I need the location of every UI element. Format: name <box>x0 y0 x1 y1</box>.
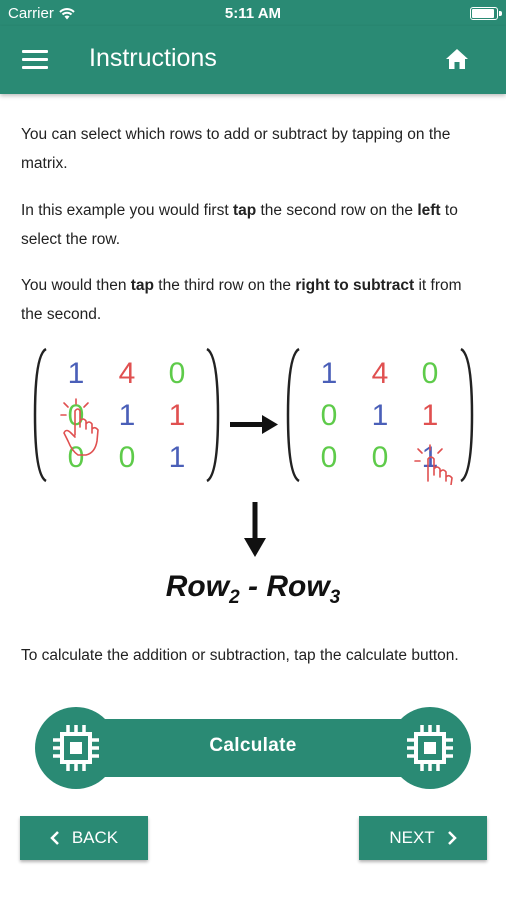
left-matrix-bracket-left <box>33 347 47 483</box>
right-m-r3c2: 0 <box>372 441 389 474</box>
left-m-r3c2: 0 <box>119 441 136 474</box>
down-arrow-icon <box>244 502 266 557</box>
instruction-paragraph-1: You can select which rows to add or subt… <box>21 126 451 172</box>
left-m-r3c3: 1 <box>169 441 186 474</box>
right-m-r1c1: 1 <box>321 357 338 390</box>
example-illustration: 1 4 0 0 1 1 0 0 1 1 4 0 0 1 1 0 0 1 <box>0 345 506 486</box>
wifi-icon <box>59 7 75 19</box>
tap-hand-icon-left <box>60 398 99 456</box>
left-m-r1c3: 0 <box>169 357 186 390</box>
left-m-r2c2: 1 <box>119 399 136 432</box>
chip-icon-left <box>35 707 117 789</box>
formula-text: Row2 - Row3 <box>165 570 341 608</box>
left-m-r1c2: 4 <box>119 357 136 390</box>
calculate-button[interactable]: Calculate <box>35 707 471 789</box>
right-m-r2c1: 0 <box>321 399 338 432</box>
tap-hand-icon-right <box>414 444 453 486</box>
right-m-r3c1: 0 <box>321 441 338 474</box>
app-bar: Instructions <box>0 26 506 94</box>
page-title: Instructions <box>89 44 217 72</box>
instruction-paragraph-4: To calculate the addition or subtraction… <box>21 647 459 664</box>
right-matrix-bracket-left <box>286 347 300 483</box>
chip-icon-right <box>389 707 471 789</box>
hamburger-menu-icon[interactable] <box>22 50 48 70</box>
status-time: 5:11 AM <box>224 5 282 22</box>
left-m-r1c1: 1 <box>68 357 85 390</box>
left-matrix-bracket-right <box>206 347 220 483</box>
right-m-r2c2: 1 <box>372 399 389 432</box>
calculate-label: Calculate <box>209 735 297 756</box>
chevron-left-icon <box>50 831 59 845</box>
carrier-indicator: Carrier <box>8 5 75 22</box>
right-m-r1c2: 4 <box>372 357 389 390</box>
instruction-paragraph-2: In this example you would first tap the … <box>21 202 458 248</box>
home-icon[interactable] <box>444 46 470 72</box>
chevron-right-icon <box>447 831 457 845</box>
matrix-example: 1 4 0 0 1 1 0 0 1 1 4 0 0 1 1 0 0 1 <box>33 347 474 486</box>
back-button[interactable]: BACK <box>20 816 148 860</box>
back-label: BACK <box>71 828 119 847</box>
left-m-r2c3: 1 <box>169 399 186 432</box>
battery-icon <box>470 7 502 20</box>
carrier-label: Carrier <box>8 5 54 22</box>
status-bar: Carrier 5:11 AM <box>0 0 506 26</box>
next-label: NEXT <box>389 828 435 847</box>
right-arrow-icon <box>230 415 278 434</box>
right-m-r2c3: 1 <box>422 399 439 432</box>
right-m-r1c3: 0 <box>422 357 439 390</box>
right-matrix-bracket-right <box>460 347 474 483</box>
next-button[interactable]: NEXT <box>359 816 487 860</box>
instruction-paragraph-3: You would then tap the third row on the … <box>21 277 462 323</box>
